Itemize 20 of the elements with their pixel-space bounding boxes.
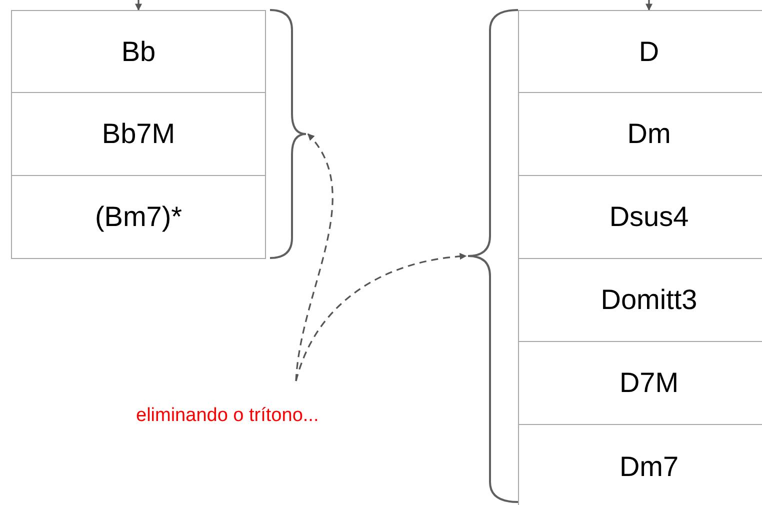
table-cell — [11, 10, 266, 93]
chord-name: (Bm7)* — [94, 201, 182, 233]
chord-name: Dm — [627, 118, 671, 150]
chord-name: D7M — [619, 367, 679, 399]
chord-name: Dm7 — [619, 451, 679, 483]
chord-name: D — [638, 36, 660, 68]
annotation-text: eliminando o trítono... — [136, 405, 319, 427]
dashed-arrow — [295, 133, 334, 382]
table-cell — [518, 10, 762, 93]
arrow — [135, 0, 142, 11]
table-cell — [11, 175, 266, 259]
curly-brace — [270, 10, 306, 258]
curly-brace — [468, 10, 518, 502]
arrow — [646, 0, 652, 11]
table-cell — [11, 92, 266, 176]
chord-name: Bb7M — [102, 118, 176, 150]
chord-name: Bb — [121, 36, 156, 68]
chord-name: Dsus4 — [609, 201, 689, 233]
chord-name: Domitt3 — [600, 284, 698, 316]
dashed-arrow — [295, 253, 467, 382]
